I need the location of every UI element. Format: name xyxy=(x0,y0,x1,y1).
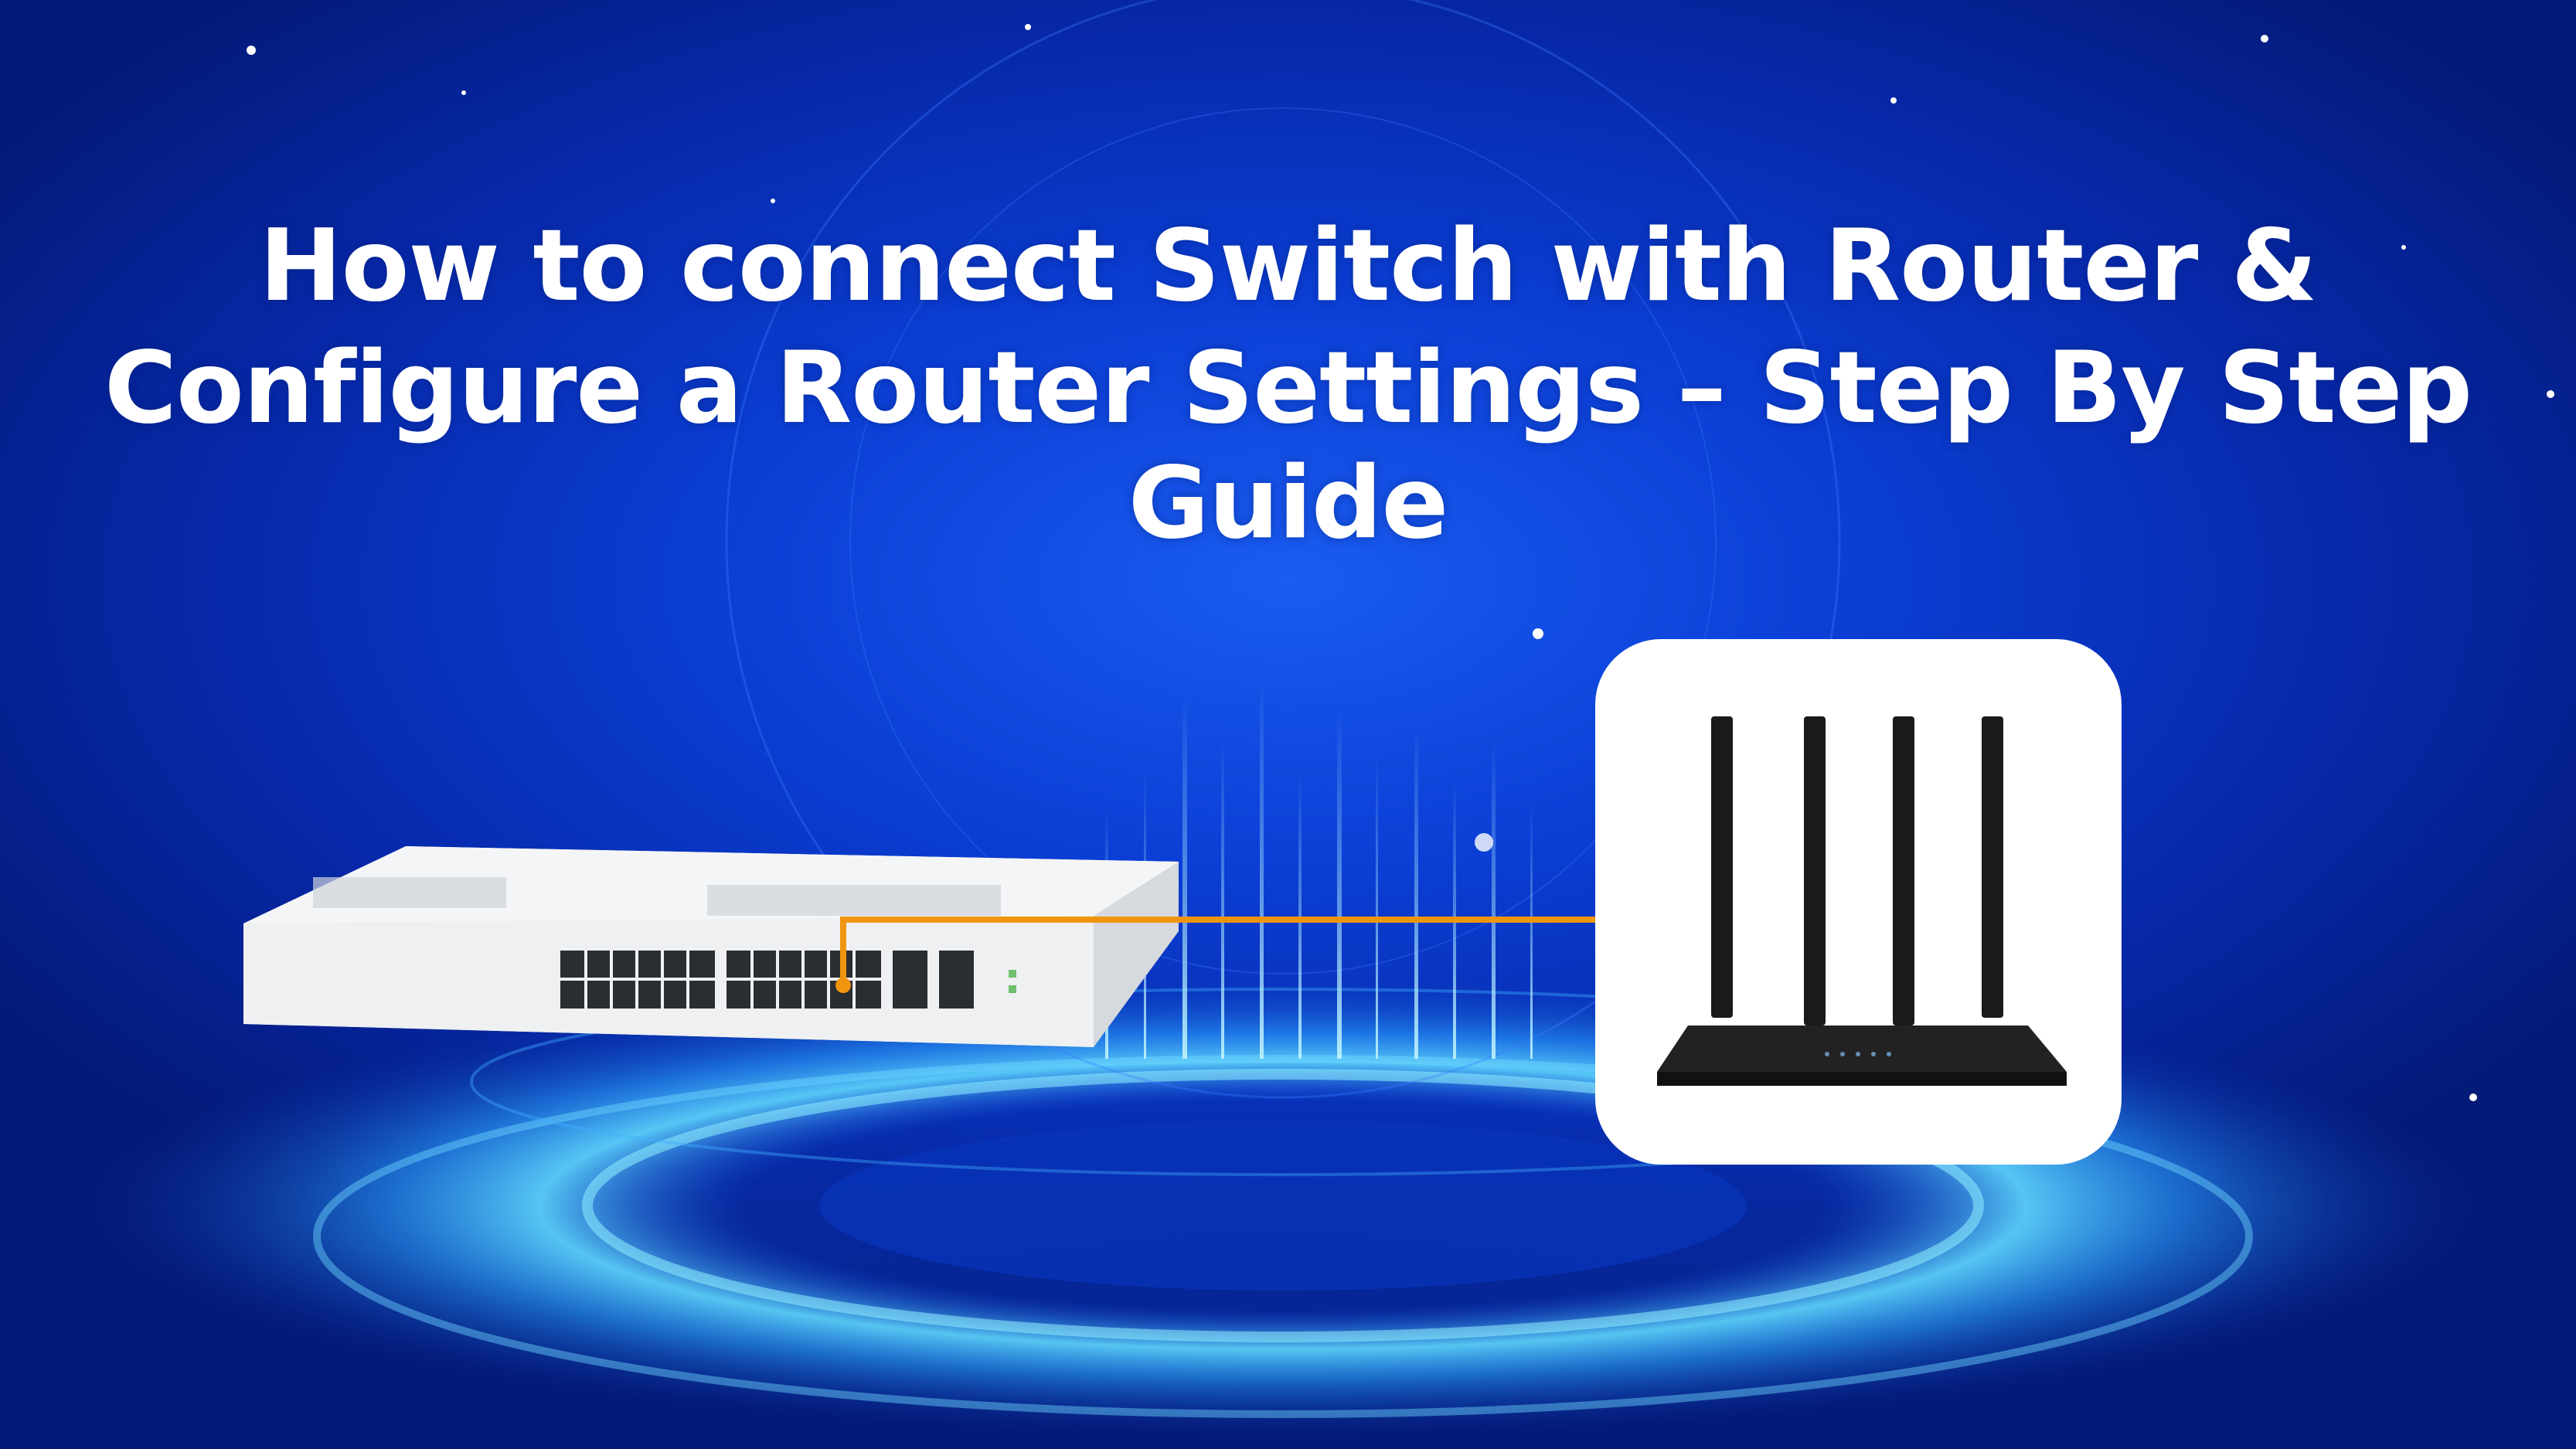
network-switch-image xyxy=(243,846,1179,1047)
headline-line-1: How to connect Switch with Router & xyxy=(259,209,2317,324)
router-card xyxy=(1595,639,2122,1165)
wifi-router-image xyxy=(1657,716,2067,1086)
headline-line-2: Configure a Router Settings – Step By St… xyxy=(104,331,2472,561)
stars xyxy=(247,24,2554,1101)
